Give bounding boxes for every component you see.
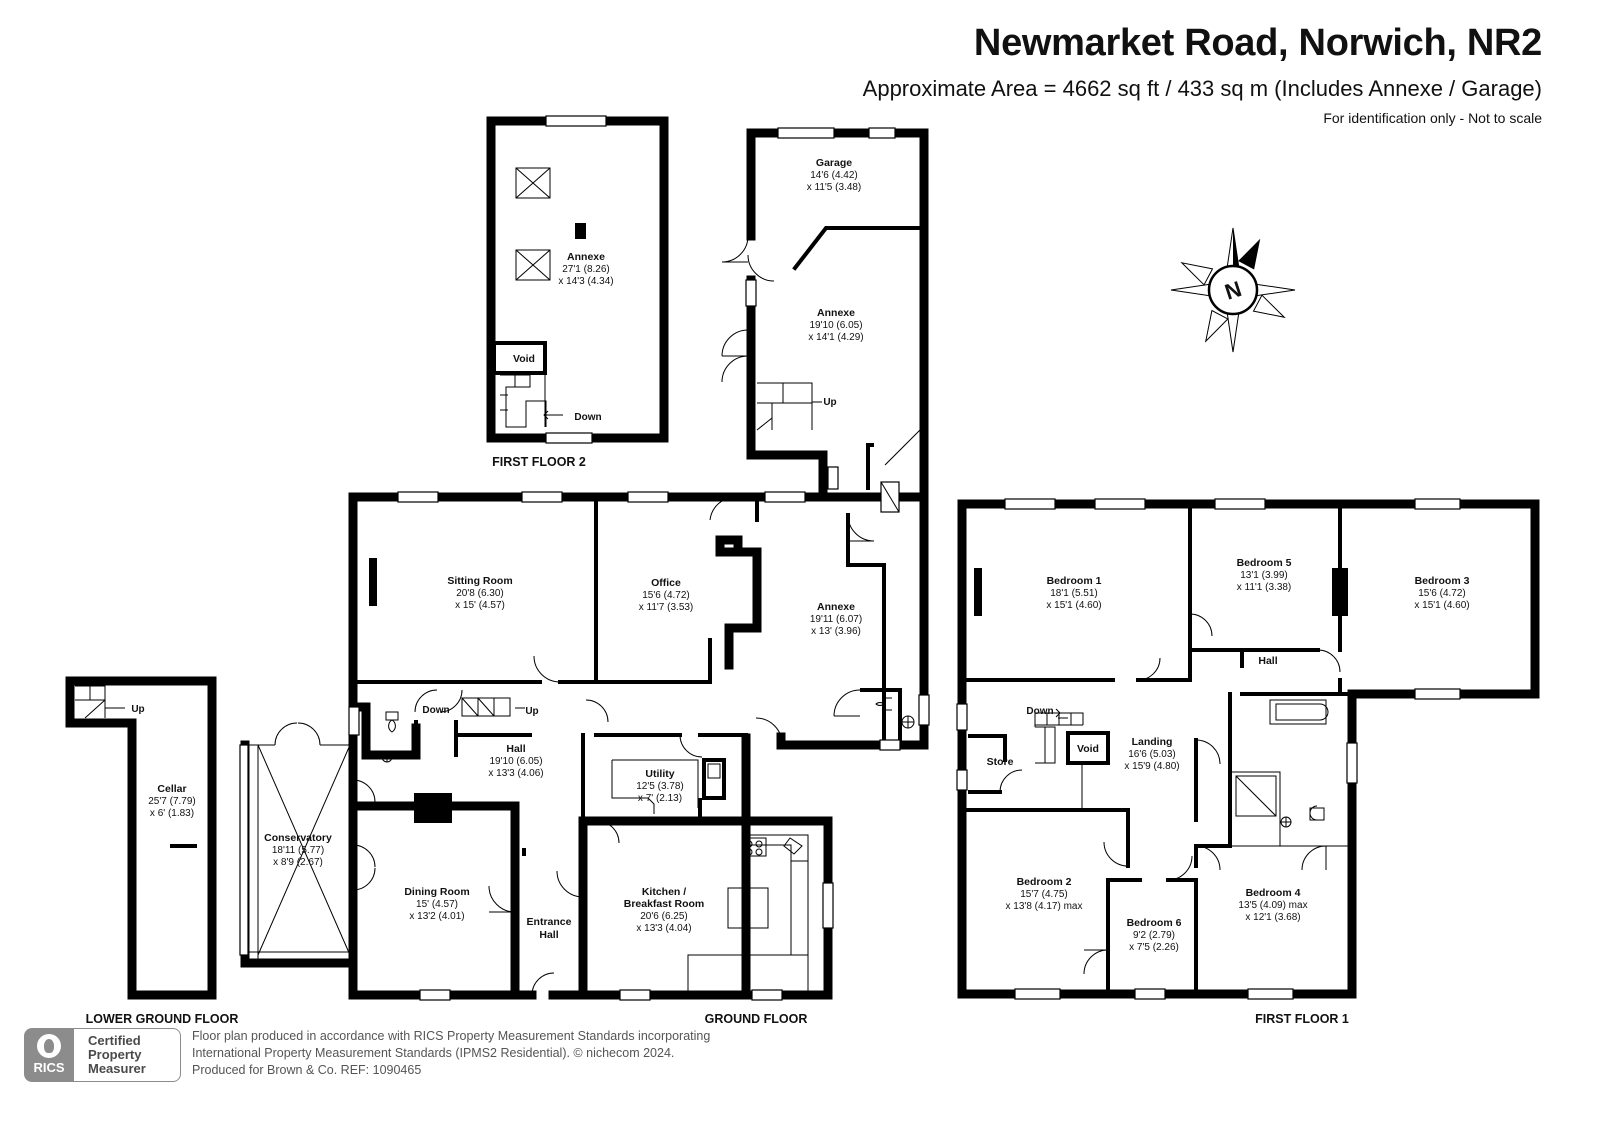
room-dimension: x 7' (2.13) bbox=[638, 793, 682, 804]
void-label: Void bbox=[1077, 743, 1099, 755]
first-floor-1-plan bbox=[956, 498, 1540, 1000]
room-name: Bedroom 2 bbox=[1017, 876, 1072, 888]
room-dimension: x 15'9 (4.80) bbox=[1124, 761, 1179, 772]
stair-up-label: Up bbox=[525, 706, 538, 717]
room-name: Bedroom 6 bbox=[1127, 917, 1182, 929]
room-name: Store bbox=[987, 756, 1014, 768]
ground-floor-plan bbox=[239, 481, 930, 1001]
rics-emblem-icon bbox=[37, 1034, 61, 1058]
room-dimension: x 11'7 (3.53) bbox=[639, 602, 694, 613]
room-name: Hall bbox=[539, 929, 558, 941]
void-label: Void bbox=[513, 353, 535, 365]
room-dimension: x 14'3 (4.34) bbox=[558, 276, 613, 287]
room-dimension: x 6' (1.83) bbox=[150, 808, 194, 819]
room-dimension: 19'10 (6.05) bbox=[809, 320, 862, 331]
identification-note: For identification only - Not to scale bbox=[1323, 110, 1542, 126]
room-dimension: x 15' (4.57) bbox=[455, 600, 505, 611]
room-dimension: 14'6 (4.42) bbox=[810, 170, 858, 181]
room-name: Utility bbox=[645, 768, 674, 780]
room-name: Annexe bbox=[817, 601, 855, 613]
stair-down-label: Down bbox=[1026, 706, 1053, 717]
room-name: Kitchen / bbox=[642, 886, 686, 898]
room-name: Dining Room bbox=[404, 886, 469, 898]
room-labels: Annexe 27'1 (8.26) x 14'3 (4.34) Void Do… bbox=[86, 157, 1470, 1026]
compass-rose: N bbox=[1170, 227, 1296, 353]
first-floor-2-plan bbox=[486, 115, 669, 444]
room-name: Hall bbox=[1258, 655, 1277, 667]
room-dimension: 25'7 (7.79) bbox=[148, 796, 196, 807]
room-dimension: 13'5 (4.09) max bbox=[1238, 900, 1307, 911]
floor-label-lower-ground: LOWER GROUND FLOOR bbox=[86, 1012, 239, 1026]
badge-line: Measurer bbox=[88, 1061, 146, 1076]
room-dimension: 18'11 (5.77) bbox=[272, 845, 324, 856]
room-name: Landing bbox=[1132, 736, 1173, 748]
room-name: Bedroom 1 bbox=[1047, 575, 1102, 587]
rics-logo: RICS bbox=[24, 1028, 74, 1082]
room-dimension: x 7'5 (2.26) bbox=[1129, 942, 1179, 953]
stair-down-label: Down bbox=[574, 412, 601, 423]
room-dimension: x 13'8 (4.17) max bbox=[1006, 901, 1083, 912]
room-dimension: x 13'3 (4.04) bbox=[636, 923, 691, 934]
garage-annexe-plan bbox=[721, 127, 929, 493]
room-dimension: x 11'5 (3.48) bbox=[807, 182, 862, 193]
room-name: Cellar bbox=[157, 783, 186, 795]
room-dimension: 13'1 (3.99) bbox=[1240, 570, 1288, 581]
room-dimension: x 15'1 (4.60) bbox=[1414, 600, 1469, 611]
room-dimension: 15'6 (4.72) bbox=[642, 590, 690, 601]
room-dimension: x 14'1 (4.29) bbox=[808, 332, 863, 343]
lower-ground-plan bbox=[65, 676, 217, 1000]
room-name: Garage bbox=[816, 157, 852, 169]
room-name: Annexe bbox=[817, 307, 855, 319]
floor-label-first-floor-2: FIRST FLOOR 2 bbox=[492, 455, 586, 469]
stair-down-label: Down bbox=[422, 705, 449, 716]
room-dimension: 15'6 (4.72) bbox=[1418, 588, 1466, 599]
room-dimension: x 8'9 (2.67) bbox=[273, 857, 323, 868]
room-name: Breakfast Room bbox=[624, 898, 705, 910]
page-title: Newmarket Road, Norwich, NR2 bbox=[973, 22, 1542, 64]
room-dimension: 19'11 (6.07) bbox=[810, 614, 862, 625]
floor-label-ground: GROUND FLOOR bbox=[705, 1012, 808, 1026]
rics-logo-text: RICS bbox=[33, 1060, 65, 1075]
room-dimension: 20'8 (6.30) bbox=[456, 588, 504, 599]
badge-line: Certified bbox=[88, 1033, 141, 1048]
room-name: Annexe bbox=[567, 251, 605, 263]
room-dimension: 27'1 (8.26) bbox=[562, 264, 610, 275]
room-dimension: x 15'1 (4.60) bbox=[1046, 600, 1101, 611]
room-dimension: 19'10 (6.05) bbox=[489, 756, 542, 767]
footer-line: International Property Measurement Stand… bbox=[192, 1046, 675, 1060]
room-dimension: 16'6 (5.03) bbox=[1128, 749, 1176, 760]
room-name: Bedroom 5 bbox=[1237, 557, 1292, 569]
room-name: Hall bbox=[506, 743, 525, 755]
room-name: Office bbox=[651, 577, 681, 589]
certified-measurer-badge: Certified Property Measurer bbox=[74, 1028, 181, 1082]
room-dimension: 9'2 (2.79) bbox=[1133, 930, 1175, 941]
floor-label-first-floor-1: FIRST FLOOR 1 bbox=[1255, 1012, 1349, 1026]
room-name: Sitting Room bbox=[447, 575, 512, 587]
stair-up-label: Up bbox=[823, 397, 836, 408]
stair-up-label: Up bbox=[131, 704, 144, 715]
room-dimension: x 13' (3.96) bbox=[811, 626, 861, 637]
room-dimension: 15' (4.57) bbox=[416, 899, 458, 910]
room-dimension: 12'5 (3.78) bbox=[636, 781, 684, 792]
footer-line: Floor plan produced in accordance with R… bbox=[192, 1029, 711, 1043]
room-dimension: x 11'1 (3.38) bbox=[1237, 582, 1292, 593]
compass-north-label: N bbox=[1222, 276, 1245, 305]
room-dimension: 15'7 (4.75) bbox=[1020, 889, 1068, 900]
room-dimension: 20'6 (6.25) bbox=[640, 911, 688, 922]
badge-line: Property bbox=[88, 1047, 142, 1062]
room-name: Bedroom 4 bbox=[1246, 887, 1301, 899]
room-dimension: 18'1 (5.51) bbox=[1050, 588, 1098, 599]
room-dimension: x 12'1 (3.68) bbox=[1245, 912, 1300, 923]
room-name: Conservatory bbox=[264, 832, 332, 844]
room-dimension: x 13'3 (4.06) bbox=[488, 768, 543, 779]
footer-line: Produced for Brown & Co. REF: 1090465 bbox=[192, 1063, 422, 1077]
room-name: Entrance bbox=[527, 916, 572, 928]
approximate-area: Approximate Area = 4662 sq ft / 433 sq m… bbox=[862, 76, 1542, 101]
room-dimension: x 13'2 (4.01) bbox=[409, 911, 464, 922]
room-name: Bedroom 3 bbox=[1415, 575, 1470, 587]
footer-notes: Floor plan produced in accordance with R… bbox=[192, 1028, 710, 1079]
